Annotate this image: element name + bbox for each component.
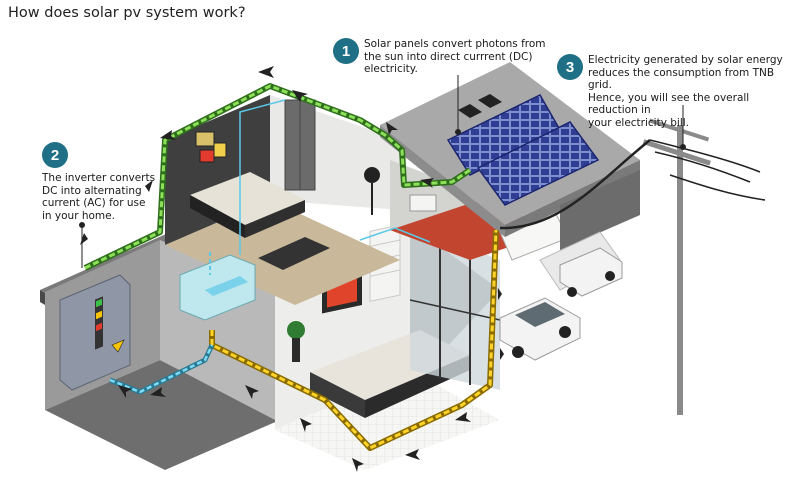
signal-line: [109, 99, 431, 395]
callout-1-line: Solar panels convert photons from: [364, 38, 546, 50]
callout-3-text: Electricity generated by solar energy re…: [588, 54, 800, 129]
power-pole-icon: [499, 118, 766, 415]
callout-1-text: Solar panels convert photons from the su…: [364, 38, 546, 76]
callout-3-line: reduces the consumption from TNB grid.: [588, 66, 775, 92]
callout-3-line: Hence, you will see the overall reductio…: [588, 91, 750, 117]
callout-3-line: Electricity generated by solar energy: [588, 54, 783, 66]
distribution-board: [179, 254, 256, 321]
callout-2-text: The inverter converts DC into alternatin…: [42, 172, 155, 222]
glass-wall: [409, 225, 501, 390]
callout-3-badge: 3: [557, 54, 583, 80]
wall-art: [195, 131, 215, 147]
callout-2-line: in your home.: [42, 209, 115, 222]
solar-panel-icon: [446, 94, 600, 206]
bedroom: [165, 95, 400, 305]
callout-2-line: The inverter converts: [42, 172, 156, 184]
callout-1-line: the sun into direct currrent (DC): [364, 50, 533, 63]
page-title: How does solar pv system work?: [8, 5, 246, 21]
leader-lines: [79, 75, 686, 268]
callout-1-line: electricity.: [364, 63, 418, 75]
callout-2-line: DC into alternating: [42, 184, 142, 197]
callout-1-badge: 1: [333, 38, 359, 64]
inverter-icon: [59, 274, 131, 391]
callout-3-line: your electricity bill.: [588, 116, 690, 129]
callout-2-line: current (AC) for use: [42, 197, 146, 209]
car-icon: [499, 247, 623, 361]
plant: [287, 321, 305, 339]
callout-2-badge: 2: [42, 142, 68, 168]
